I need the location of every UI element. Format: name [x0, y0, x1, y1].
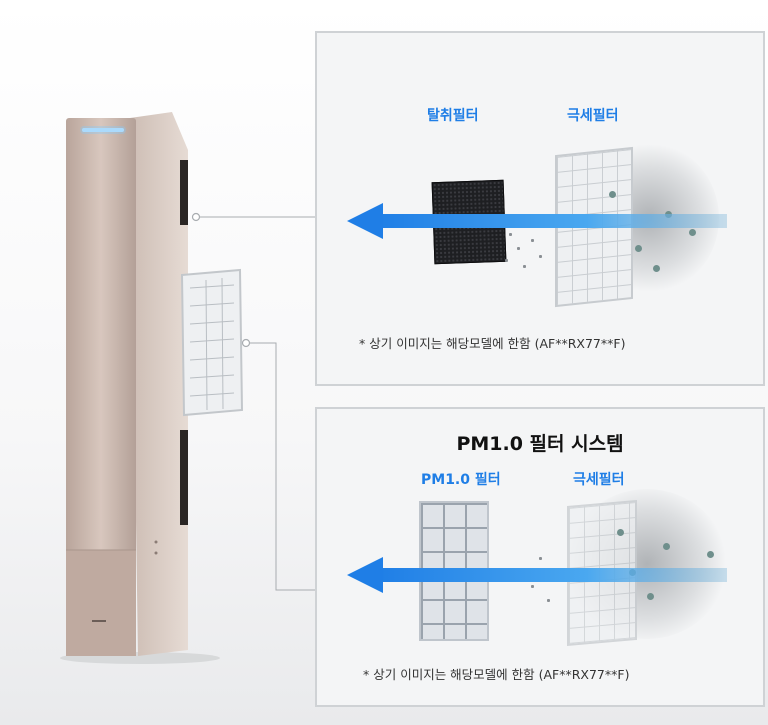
dust-particle — [609, 191, 616, 198]
dust-particle — [635, 245, 642, 252]
pm10-filter-label: PM1.0 필터 — [421, 472, 501, 488]
fine-filter-label: 극세필터 — [567, 108, 619, 124]
airflow-arrow — [347, 557, 727, 593]
deodorizing-filter-label: 탈취필터 — [427, 108, 479, 124]
pm10-filter-system-panel: PM1.0 필터 시스템 PM1.0 필터 극세필터 — [315, 407, 765, 707]
dust-particle — [663, 543, 670, 550]
airflow-arrow — [347, 203, 727, 239]
deodorizing-filter-panel: 탈취필터 극세필터 — [315, 31, 765, 386]
dust-particle — [707, 551, 714, 558]
dust-particle — [617, 529, 624, 536]
dust-particle — [689, 229, 696, 236]
dust-particle — [647, 593, 654, 600]
model-note: * 상기 이미지는 해당모델에 한함 (AF**RX77**F) — [363, 667, 630, 682]
dust-particle — [653, 265, 660, 272]
model-note: * 상기 이미지는 해당모델에 한함 (AF**RX77**F) — [359, 336, 626, 351]
fine-filter-label: 극세필터 — [573, 472, 625, 488]
air-purifier-image — [60, 112, 244, 664]
panel-title: PM1.0 필터 시스템 — [456, 433, 624, 455]
